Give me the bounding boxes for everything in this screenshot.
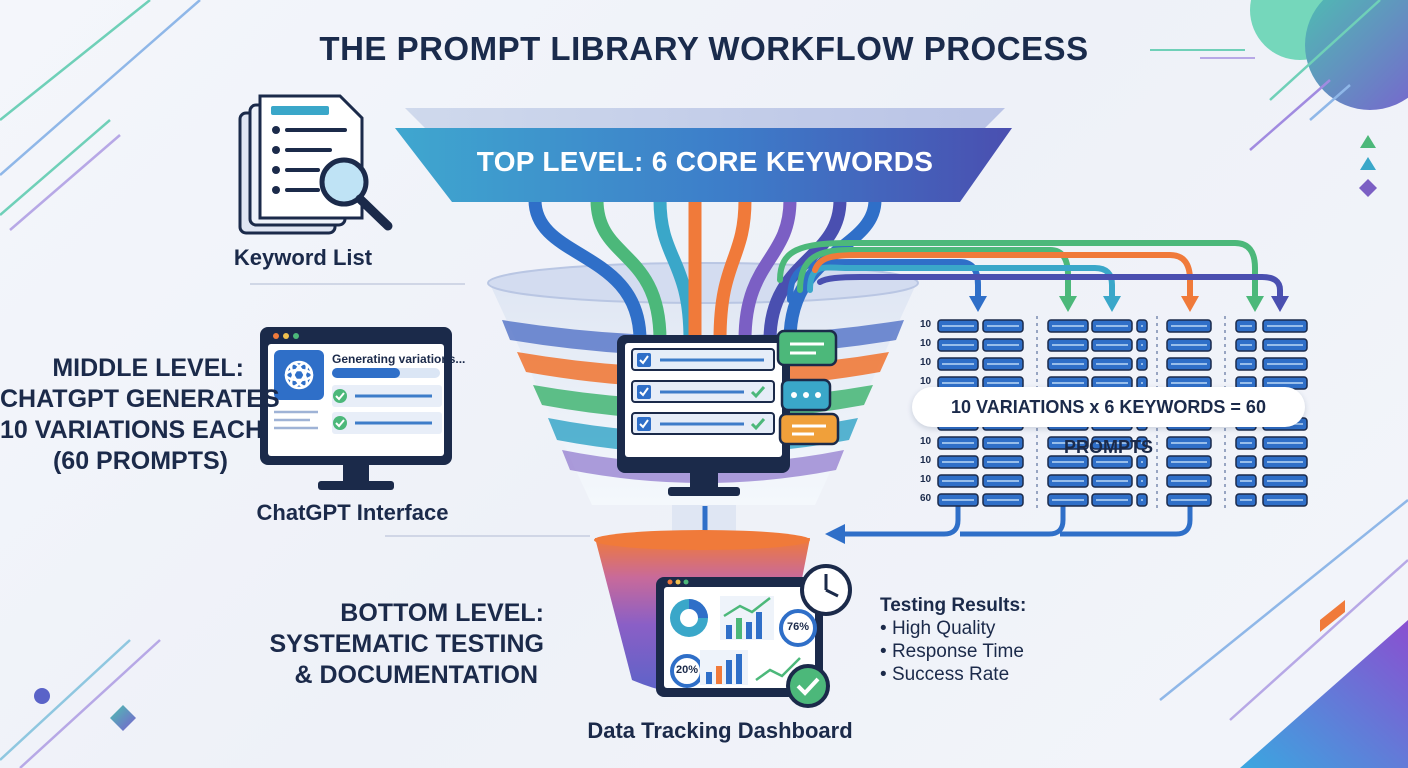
bottom-level-label: BOTTOM LEVEL: SYSTEMATIC TESTING & DOCUM… — [269, 599, 544, 689]
top-level-banner — [395, 108, 1012, 202]
openai-logo-icon — [284, 360, 314, 390]
gauge-20-label: 20% — [676, 664, 699, 676]
chatgpt-interface-caption: ChatGPT Interface — [256, 500, 449, 525]
result-item: Response Time — [880, 640, 1026, 663]
grid-row-label: 10 — [920, 455, 932, 466]
chatgpt-status-text: Generating variations... — [332, 352, 466, 366]
grid-row-label: 10 — [920, 474, 932, 485]
decor-bottom-left — [34, 688, 136, 731]
chat-bubbles — [776, 329, 840, 446]
grid-row-label: 10 — [920, 357, 932, 368]
return-arrows — [695, 502, 1193, 556]
diamond-purple-icon — [1359, 179, 1377, 197]
middle-level-label: MIDDLE LEVEL: CHATGPT GENERATES 10 VARIA… — [0, 354, 280, 475]
dashboard-caption: Data Tracking Dashboard — [587, 718, 853, 743]
checkmark-badge-icon — [786, 664, 830, 708]
testing-results: Testing Results: High Quality Response T… — [880, 594, 1026, 686]
testing-results-list: High Quality Response Time Success Rate — [880, 617, 1026, 686]
grid-row-label: 10 — [920, 319, 932, 330]
result-item: Success Rate — [880, 663, 1026, 686]
document-search-icon — [238, 94, 393, 235]
top-level-banner-label: TOP LEVEL: 6 CORE KEYWORDS — [476, 146, 934, 177]
center-monitor — [617, 335, 790, 496]
result-item: High Quality — [880, 617, 1026, 640]
prompt-summary-pill: 10 VARIATIONS x 6 KEYWORDS = 60 PROMPTS — [912, 387, 1305, 457]
triangle-green-icon — [1360, 135, 1376, 148]
page-title: THE PROMPT LIBRARY WORKFLOW PROCESS — [319, 30, 1089, 67]
dashboard-screen — [656, 577, 823, 697]
gauge-76-label: 76% — [787, 621, 810, 633]
chatgpt-monitor — [260, 327, 452, 490]
decor-corner-bottom-right — [1159, 499, 1408, 768]
clock-icon — [800, 564, 852, 616]
grid-arrows — [777, 240, 1289, 312]
decor-corner-top-right — [1150, 0, 1408, 197]
grid-row-label: 10 — [920, 338, 932, 349]
grid-row-label: 10 — [920, 376, 932, 387]
triangle-blue-icon — [1360, 157, 1376, 170]
testing-results-heading: Testing Results: — [880, 595, 1027, 616]
grid-row-label: 60 — [920, 493, 932, 504]
grid-row-label: 10 — [920, 436, 932, 447]
keyword-list-caption: Keyword List — [233, 245, 373, 270]
decor-lines-left — [0, 0, 201, 768]
